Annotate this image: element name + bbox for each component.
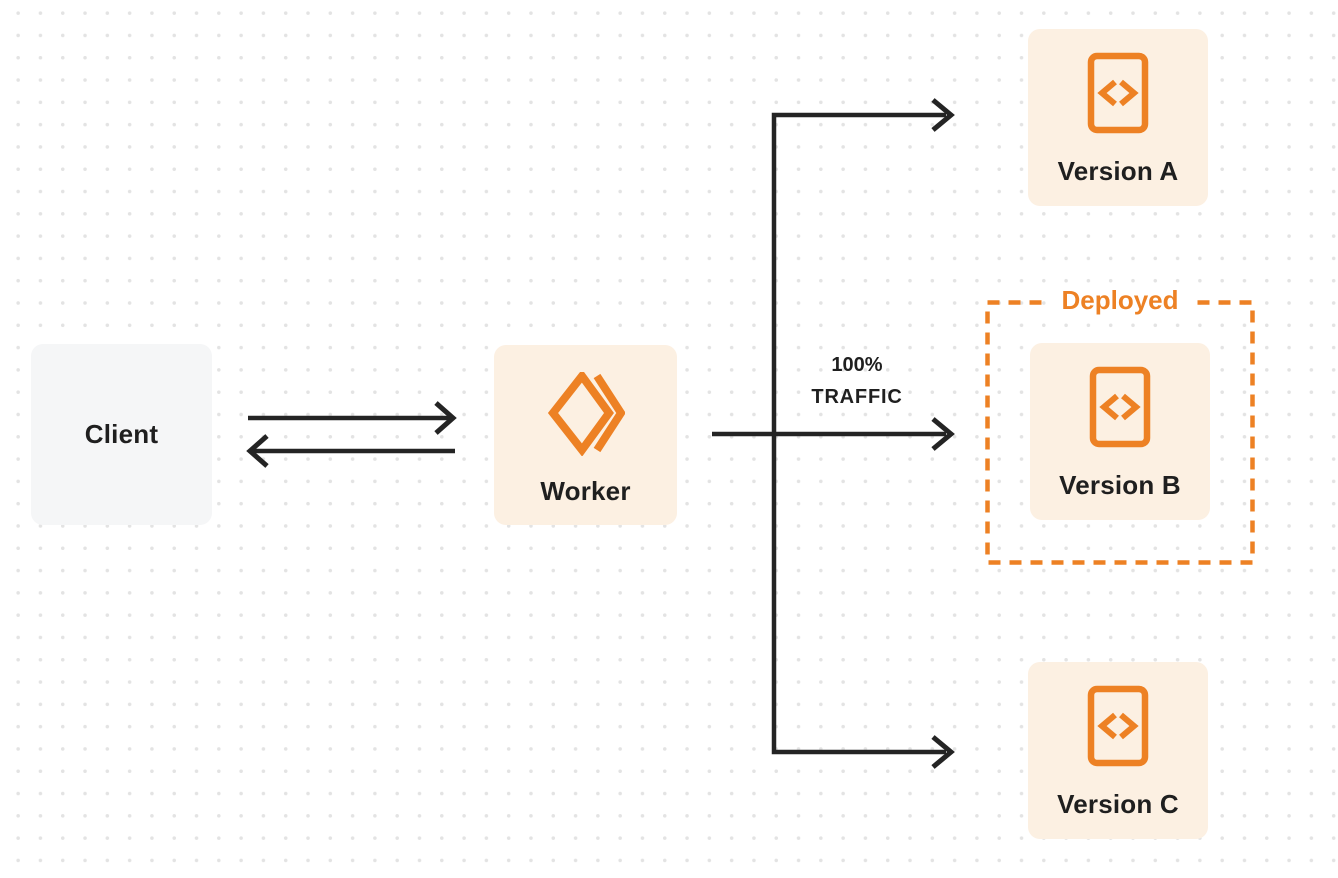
client-node: Client bbox=[31, 344, 212, 525]
version-b-node: Version B bbox=[1030, 343, 1210, 520]
code-file-icon bbox=[1087, 685, 1149, 767]
deployed-frame: Deployed bbox=[985, 284, 1255, 565]
version-c-node: Version C bbox=[1028, 662, 1208, 839]
version-c-label: Version C bbox=[1057, 789, 1179, 819]
version-a-label: Version A bbox=[1057, 156, 1179, 186]
version-b-label: Version B bbox=[1059, 470, 1181, 500]
client-label: Client bbox=[84, 419, 159, 449]
arrowhead-left-icon bbox=[246, 434, 269, 468]
worker-node: Worker bbox=[494, 345, 677, 525]
arrowhead-right-icon bbox=[931, 735, 955, 769]
traffic-word: TRAFFIC bbox=[811, 386, 903, 408]
traffic-annotation: 100% TRAFFIC bbox=[788, 349, 926, 413]
deployed-label: Deployed bbox=[1049, 284, 1191, 316]
worker-diamond-chevron-icon bbox=[547, 372, 625, 456]
worker-label: Worker bbox=[540, 476, 631, 506]
code-file-icon bbox=[1089, 366, 1151, 448]
version-a-node: Version A bbox=[1028, 29, 1208, 206]
arrowhead-right-icon bbox=[434, 401, 457, 435]
code-file-icon bbox=[1087, 52, 1149, 134]
branch-trunk-line bbox=[771, 112, 946, 755]
arrowhead-right-icon bbox=[931, 417, 955, 451]
arrowhead-right-icon bbox=[931, 98, 955, 132]
traffic-percentage: 100% bbox=[831, 354, 883, 376]
